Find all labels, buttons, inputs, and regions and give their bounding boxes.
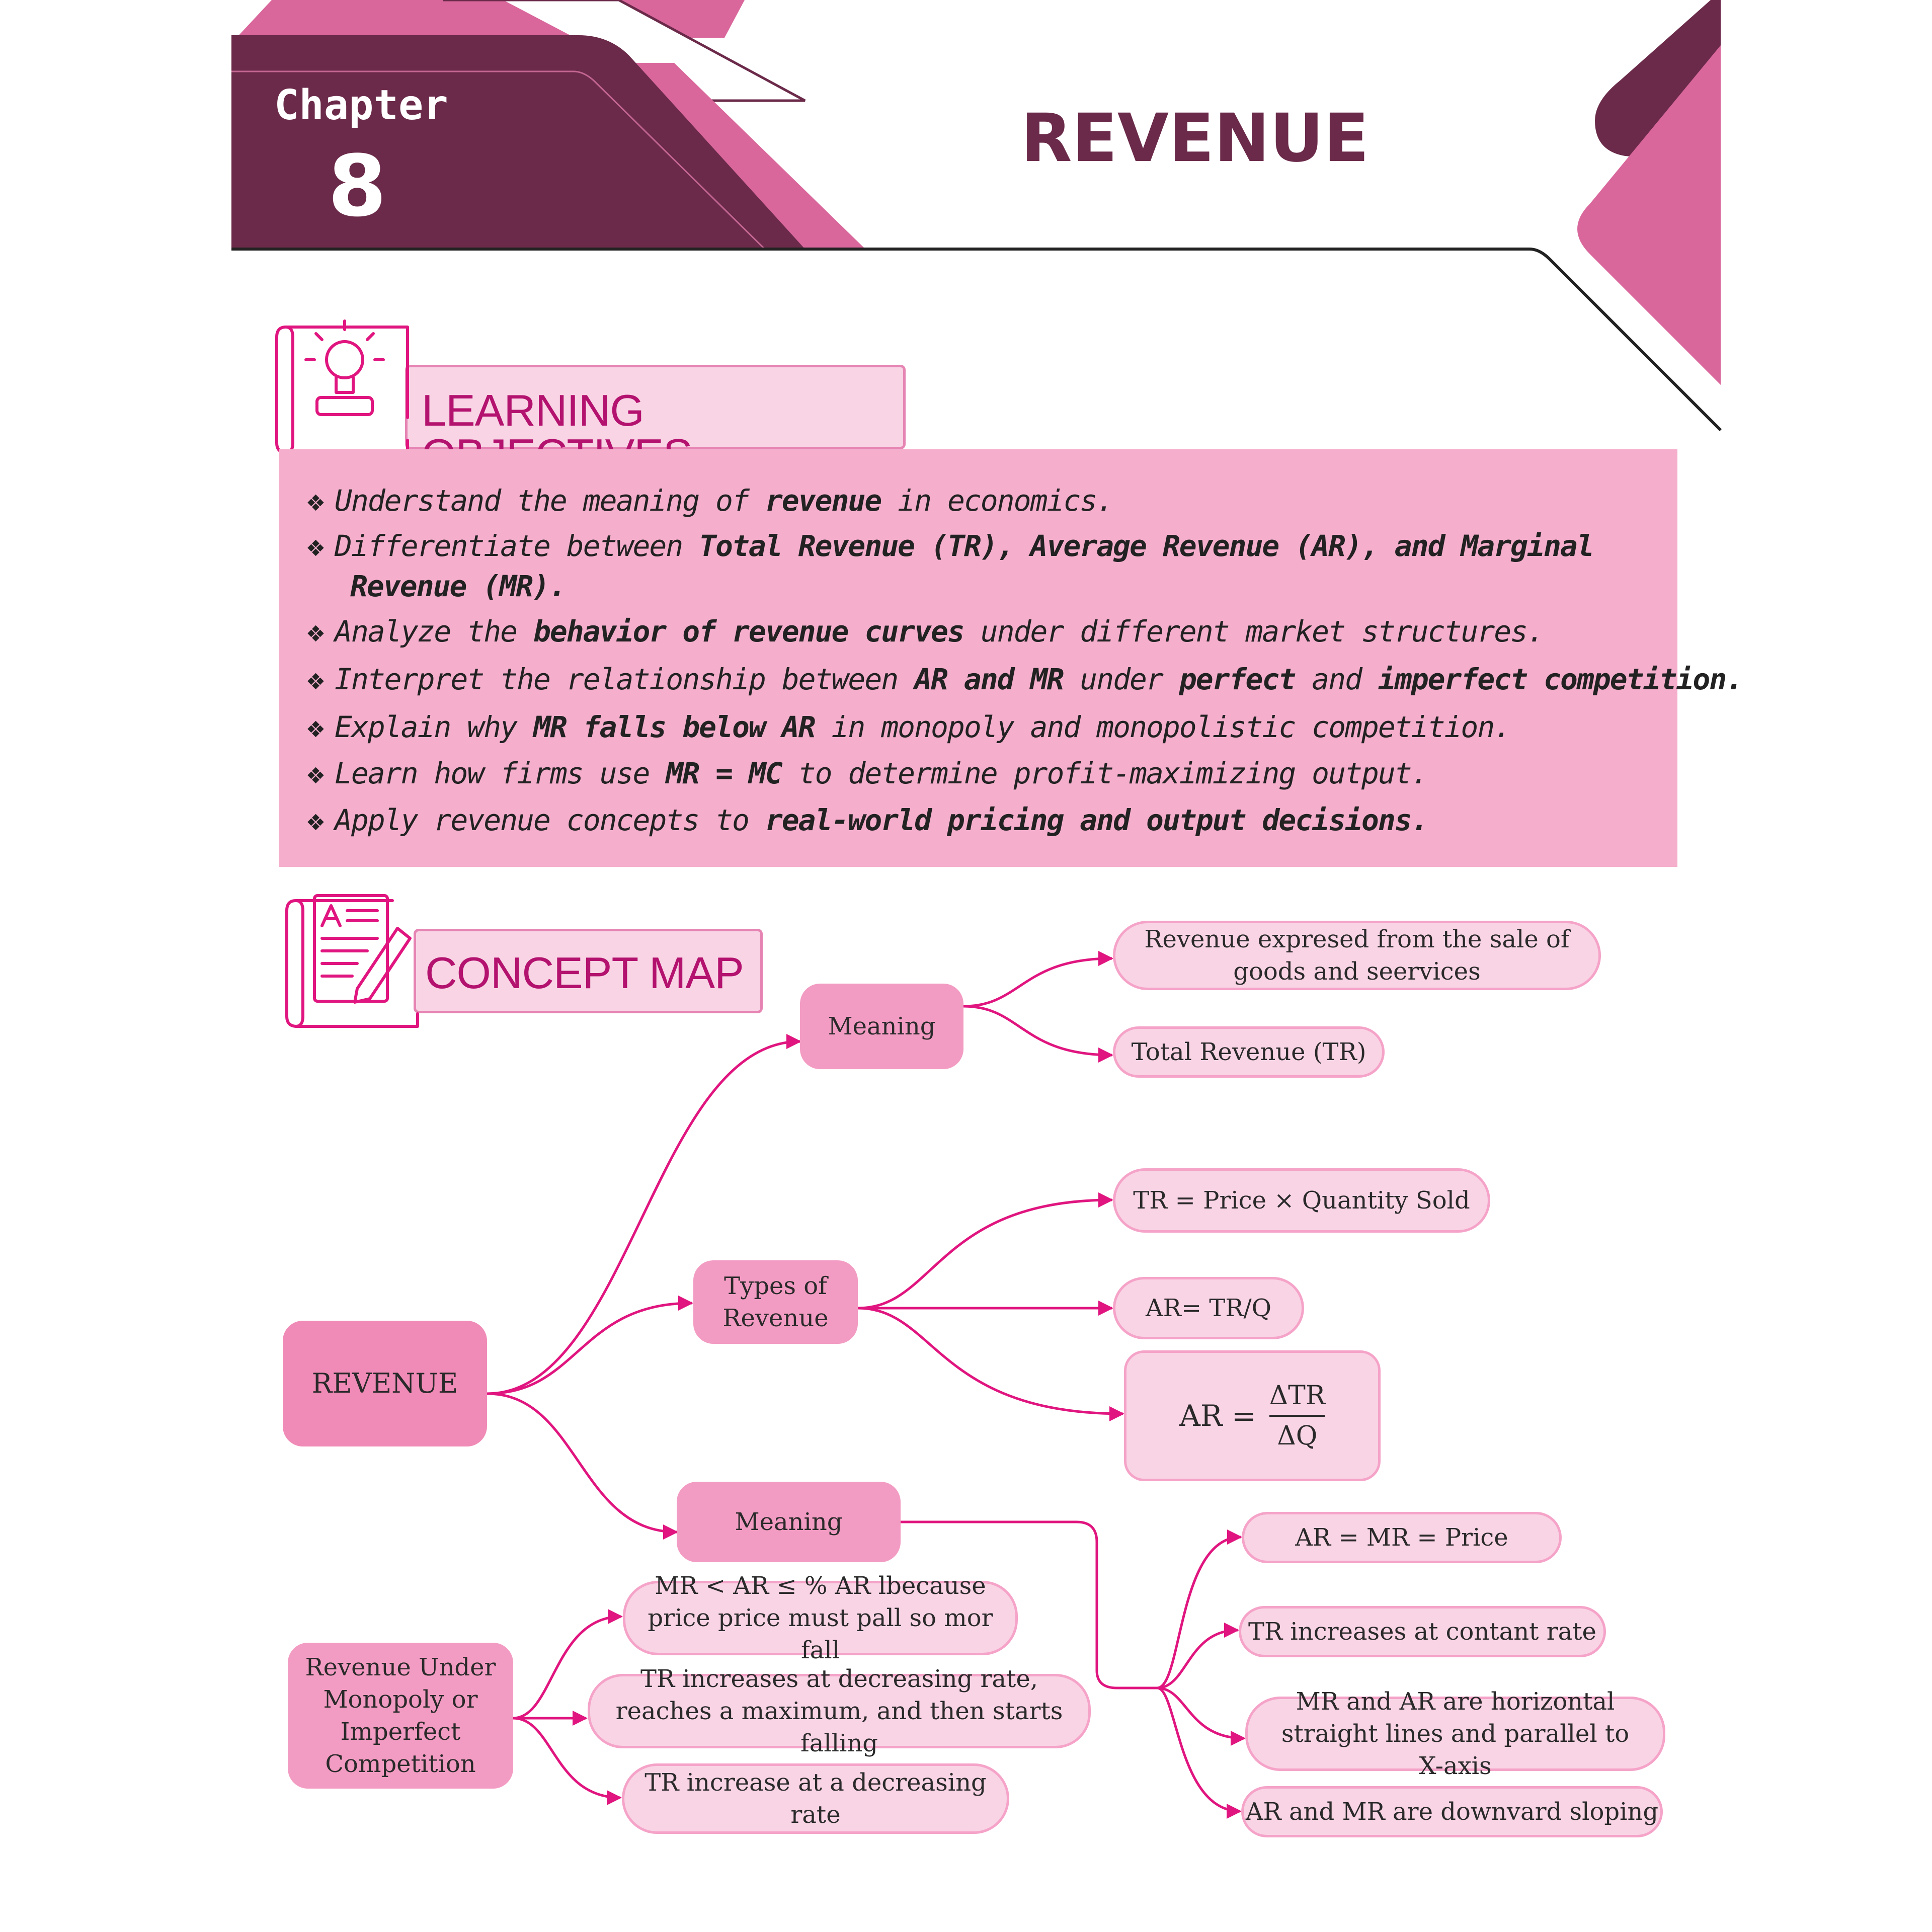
bullet-icon: ❖ [307,614,325,649]
connector-meaning-leaf1 [963,951,1113,1008]
root-node-revenue: REVENUE [283,1321,487,1446]
fraction-bar [1269,1415,1325,1417]
connector-root-meaning [487,1034,801,1395]
objective-emphasis: revenue [765,484,882,518]
objective-emphasis: Revenue (MR). [350,569,567,603]
chapter-label: Chapter [274,82,448,129]
node-meaning-2: Meaning [677,1482,901,1562]
objective-item: ❖ Apply revenue concepts to real-world pr… [307,800,1665,840]
connector-meaning2-trunk [901,1520,1157,1689]
leaf-tr-decreasing-rate: TR increase at a decreasing rate [622,1763,1009,1834]
objective-text: to determine profit-maximizing output. [781,756,1429,790]
objective-text: Differentiate between [334,529,699,563]
bullet-icon: ❖ [307,529,325,563]
objective-item: ❖ Interpret the relationship between AR a… [307,659,1743,699]
leaf-tr-constant-rate: TR increases at contant rate [1239,1606,1606,1657]
objective-text: and [1295,662,1378,696]
objective-emphasis: MR = MC [666,756,782,790]
bullet-icon: ❖ [307,756,325,790]
objective-item: ❖ Understand the meaning of revenue in ec… [307,480,1665,521]
learning-objectives-title-box [405,365,906,449]
objective-text: under [1063,662,1179,696]
connector-types-formula [857,1307,1124,1421]
bullet-icon: ❖ [307,484,325,518]
connector-meaning2-leaf2 [1157,1623,1239,1689]
objective-emphasis: MR falls below AR [533,710,816,744]
connector-meaning2-leaf4 [1157,1686,1242,1819]
objective-text: in economics. [881,484,1114,518]
objective-emphasis: real-world pricing and output decisions. [765,803,1429,837]
leaf-tr-decreasing-max: TR increases at decreasing rate, reaches… [588,1665,1091,1757]
objective-item: ❖Analyze the behavior of revenue curves … [307,611,1665,652]
leaf-mr-ar-horizontal: MR and AR are horizontal straight lines … [1245,1687,1665,1780]
node-meaning: Meaning [800,984,963,1069]
formula-lhs: AR = [1179,1399,1256,1433]
formula-denominator: ΔQ [1277,1421,1318,1451]
bullet-icon: ❖ [307,662,325,696]
leaf-total-revenue: Total Revenue (TR) [1113,1026,1385,1078]
objective-emphasis: Total Revenue (TR), Average Revenue (AR)… [699,529,1594,563]
formula-fraction: ΔTR ΔQ [1269,1377,1325,1455]
page-title: REVENUE [1021,100,1369,177]
objective-item: Revenue (MR). [307,566,1709,606]
connector-monopoly-leaf3 [513,1717,622,1805]
node-revenue-under-monopoly: Revenue Under Monopoly or Imperfect Comp… [288,1643,513,1789]
document-pencil-icon [285,894,419,1028]
objective-text: in monopoly and monopolistic competition… [815,710,1511,744]
connector-root-meaning2 [487,1392,678,1540]
objective-text: Interpret the relationship between [334,662,915,696]
bullet-icon: ❖ [307,803,325,837]
objective-text: Explain why [334,710,533,744]
objective-text: under different market structures. [963,614,1545,649]
connector-meaning2-leaf3 [1157,1686,1246,1746]
connector-meaning-leaf2 [963,1005,1113,1063]
objective-emphasis: AR and MR [914,662,1064,696]
chapter-number: 8 [328,137,387,235]
leaf-tr-formula: TR = Price × Quantity Sold [1113,1168,1490,1233]
leaf-mr-less-than-ar: MR < AR ≤ % AR lbecause price price must… [623,1572,1018,1664]
leaf-ar-fraction-formula: AR = ΔTR ΔQ [1124,1350,1381,1481]
objective-emphasis: perfect [1179,662,1296,696]
objective-item: ❖ Explain why MR falls below AR in monopo… [307,707,1665,747]
objective-emphasis: behavior of revenue curves [533,614,965,649]
bullet-icon: ❖ [307,710,325,744]
objective-text: Understand the meaning of [334,484,765,518]
node-types-of-revenue: Types of Revenue [693,1260,858,1344]
objective-emphasis: imperfect competition. [1378,662,1743,696]
chapter-header-banner [231,0,1722,432]
connector-root-types [487,1296,693,1395]
leaf-revenue-expressed: Revenue expresed from the sale of goods … [1113,921,1601,990]
objective-text: Analyze the [334,614,533,649]
objective-item: ❖ Learn how firms use MR = MC to determin… [307,753,1665,793]
objective-text: Apply revenue concepts to [334,803,765,837]
connector-monopoly-leaf1 [513,1609,623,1720]
objective-item: ❖ Differentiate between Total Revenue (TR… [307,526,1665,566]
learning-objectives-panel [279,449,1677,867]
leaf-ar-mr-price: AR = MR = Price [1242,1512,1562,1563]
leaf-ar-mr-downward: AR and MR are downvard sloping [1241,1786,1663,1837]
leaf-ar-formula: AR= TR/Q [1113,1277,1304,1339]
concept-map-title-box [414,929,763,1013]
connector-types-leaf1 [857,1192,1113,1310]
connector-meaning2-leaf1 [1157,1530,1242,1689]
formula-numerator: ΔTR [1269,1381,1325,1411]
objective-text: Learn how firms use [334,756,666,790]
concept-map-heading: CONCEPT MAP [425,948,744,998]
